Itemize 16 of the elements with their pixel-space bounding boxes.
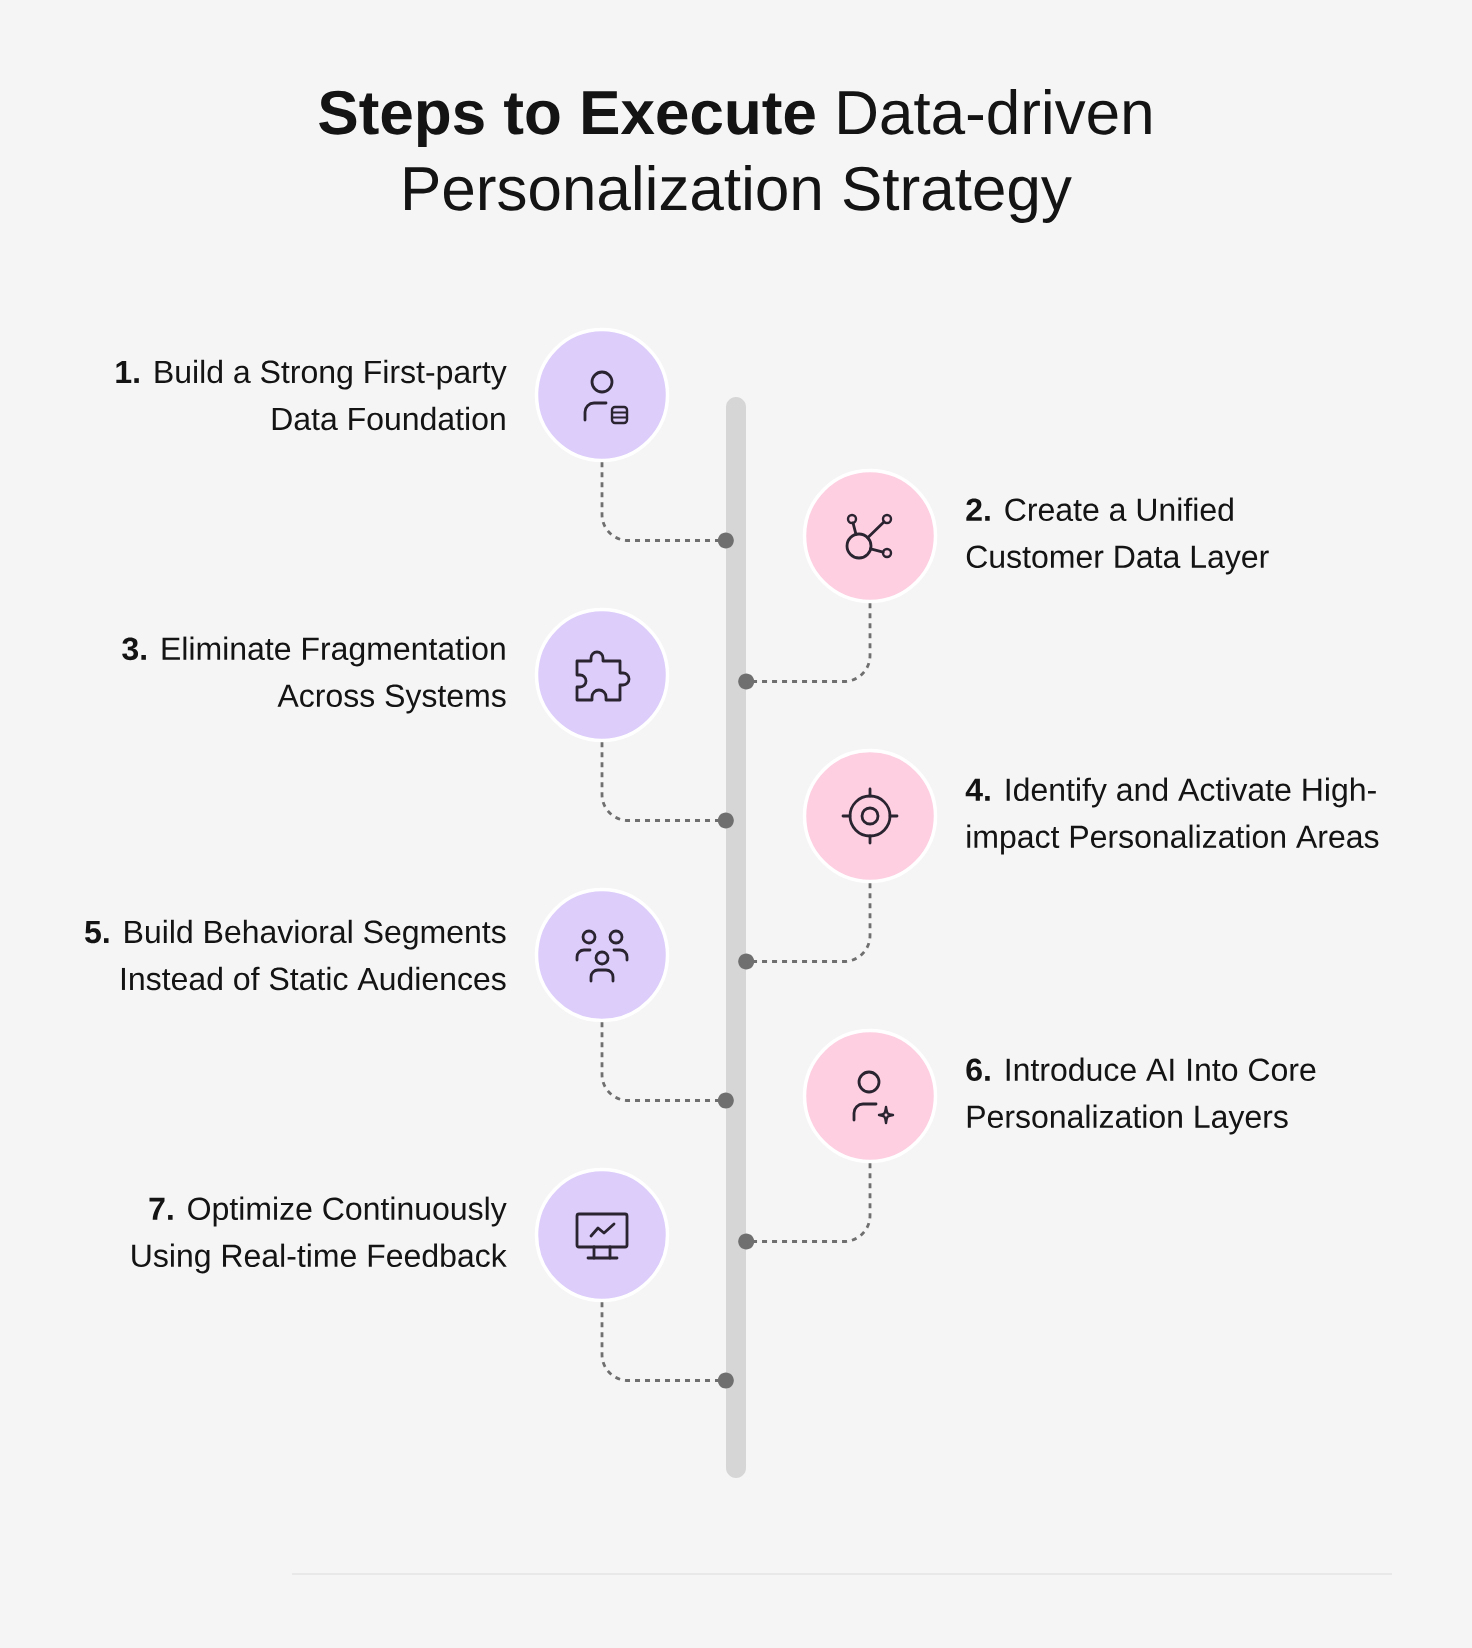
dashed-connector [738,603,872,690]
title: Steps to Execute Data-driven Personalization Strategy [319,89,1151,223]
timeline-bar [726,397,746,1478]
step-label: 4. Identify and Activate High-impact Personalization Areas [965,777,1379,855]
dashed-connector [600,1022,734,1109]
step-label: 5. Build Behavioral Segments Instead of Static Audiences [85,919,506,991]
step-label: 6. Introduce AI Into Core Personalization Layers [966,1057,1316,1135]
step-label: 7. Optimize Continuously Using Real-time Feedback [132,1196,507,1274]
step-label: 1. Build a Strong First-party Data Foundation [116,359,507,431]
dashed-connector [600,1302,734,1389]
step-label: 2. Create a Unified Customer Data Layer [966,497,1269,575]
dashed-connector [600,742,734,829]
dashed-connector [738,1163,872,1250]
dashed-connector [738,883,872,970]
dashed-connector [600,462,734,549]
step-label: 3. Eliminate Fragmentation Across Systems [122,636,506,714]
